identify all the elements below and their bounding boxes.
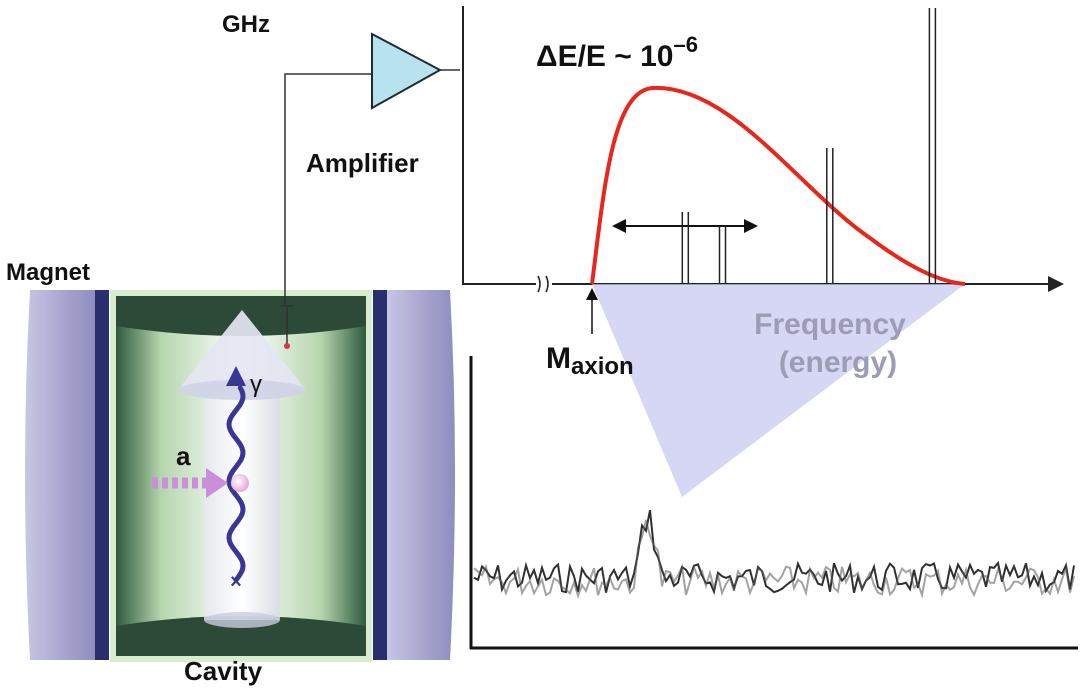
frequency-label-line1: Frequency [754,308,906,341]
magnet-left-slab [25,290,95,660]
axion-arrowhead [206,468,228,498]
spectral-lines [681,8,937,284]
linewidth-arrow [612,219,758,233]
maxion-main: M [546,342,571,375]
cavity-label: Cavity [184,656,263,686]
amplifier-icon [371,32,443,110]
spectrum-x-axis-arrowhead [1048,276,1064,292]
magnet-right-edge [373,290,387,660]
photon-cross-mark: × [230,571,242,593]
ghz-label: GHz [222,11,270,38]
photon-wave-path [226,385,246,583]
magnet [25,290,455,660]
photon-wave: × [226,366,246,593]
axion-particle-label: a [176,441,191,471]
resolution-exponent: –6 [673,32,697,57]
maxion-marker [586,288,598,334]
maxion-label: Maxion [546,342,634,380]
maxion-subscript: axion [571,353,634,380]
emission-cone [178,310,306,390]
signal-wire [284,69,460,306]
photon-label: γ [250,371,262,398]
emission-tube-bottom [204,612,280,628]
resolution-main: ΔE/E ~ 10 [536,40,673,73]
axion-spectrum-curve [590,85,966,286]
magnet-right-slab [385,290,455,660]
cavity-bottom-cap [116,616,366,656]
axion-arrow [152,468,249,498]
antenna-probe [281,305,293,349]
measured-noise-trace [473,510,1075,595]
axis-break-mark [537,275,549,293]
probe-tip [284,343,290,349]
photon-arrowhead [226,366,246,386]
amplifier-label: Amplifier [306,148,419,178]
magnet-left-edge [95,290,109,660]
frequency-label-line2: (energy) [779,346,897,379]
magnet-label: Magnet [6,259,90,286]
conversion-point [231,474,249,492]
measured-noise-trace-shadow [473,519,1075,599]
zoom-cone [592,284,965,497]
measured-signal-axes [469,356,1078,650]
resolution-label: ΔE/E ~ 10–6 [536,32,698,73]
